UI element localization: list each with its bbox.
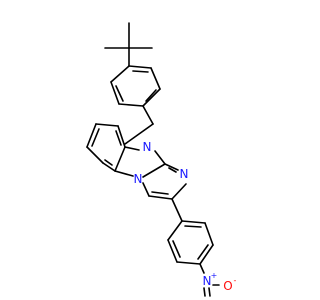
imidazole-rings [114, 146, 187, 200]
nitrophenyl-ring [167, 198, 214, 265]
bond [124, 123, 154, 145]
nitro-nitrogen-label: N [203, 274, 212, 288]
bond [104, 159, 113, 166]
bond [142, 163, 166, 178]
bond [154, 150, 166, 165]
methylene-linker [124, 105, 154, 145]
bond [168, 167, 177, 173]
bond [181, 220, 206, 224]
bond [199, 244, 214, 265]
oxygen-minus-label: O [223, 279, 232, 293]
ring-nitrogen-label: N [143, 140, 152, 154]
bond [128, 65, 152, 69]
bond [114, 146, 126, 172]
bond [171, 198, 183, 222]
bond [142, 105, 154, 125]
bond [150, 67, 161, 90]
positive-charge-label: + [211, 271, 218, 280]
bond [172, 240, 181, 258]
structure-canvas: N N N N + O - [86, 22, 237, 297]
bond [91, 128, 100, 147]
bond [167, 220, 183, 241]
bond [110, 65, 130, 83]
bond [142, 88, 161, 107]
molecule-diagram: N N N N + O - [86, 22, 237, 297]
bond [199, 263, 205, 274]
bond [142, 182, 150, 197]
bond [167, 239, 178, 263]
bond [124, 146, 140, 151]
fused-nitrogen-label: N [134, 172, 143, 186]
bond [102, 162, 116, 172]
benzyl-phenyl-ring [110, 65, 161, 107]
negative-charge-label: - [234, 276, 237, 285]
bond [204, 222, 214, 246]
bond [86, 123, 97, 148]
fused-benzene-ring [86, 123, 126, 172]
bond [132, 70, 149, 73]
bond [117, 125, 126, 148]
bond [115, 85, 124, 102]
bond [208, 287, 211, 297]
bond [110, 81, 120, 105]
bond [95, 123, 119, 127]
bond [118, 103, 144, 107]
bond [197, 244, 209, 260]
bond [151, 191, 169, 195]
bond [115, 130, 122, 146]
bond [148, 195, 173, 200]
bond [164, 163, 179, 171]
bond [86, 146, 104, 164]
nitro-group [199, 263, 220, 297]
bond [145, 89, 157, 102]
bond [203, 287, 206, 297]
atom-labels: N N N N + O - [134, 140, 237, 293]
bond [171, 183, 187, 200]
tert-butyl-group [104, 22, 153, 67]
bond [176, 261, 201, 265]
bond [184, 225, 202, 228]
bond [114, 170, 134, 177]
imine-nitrogen-label: N [180, 167, 189, 181]
